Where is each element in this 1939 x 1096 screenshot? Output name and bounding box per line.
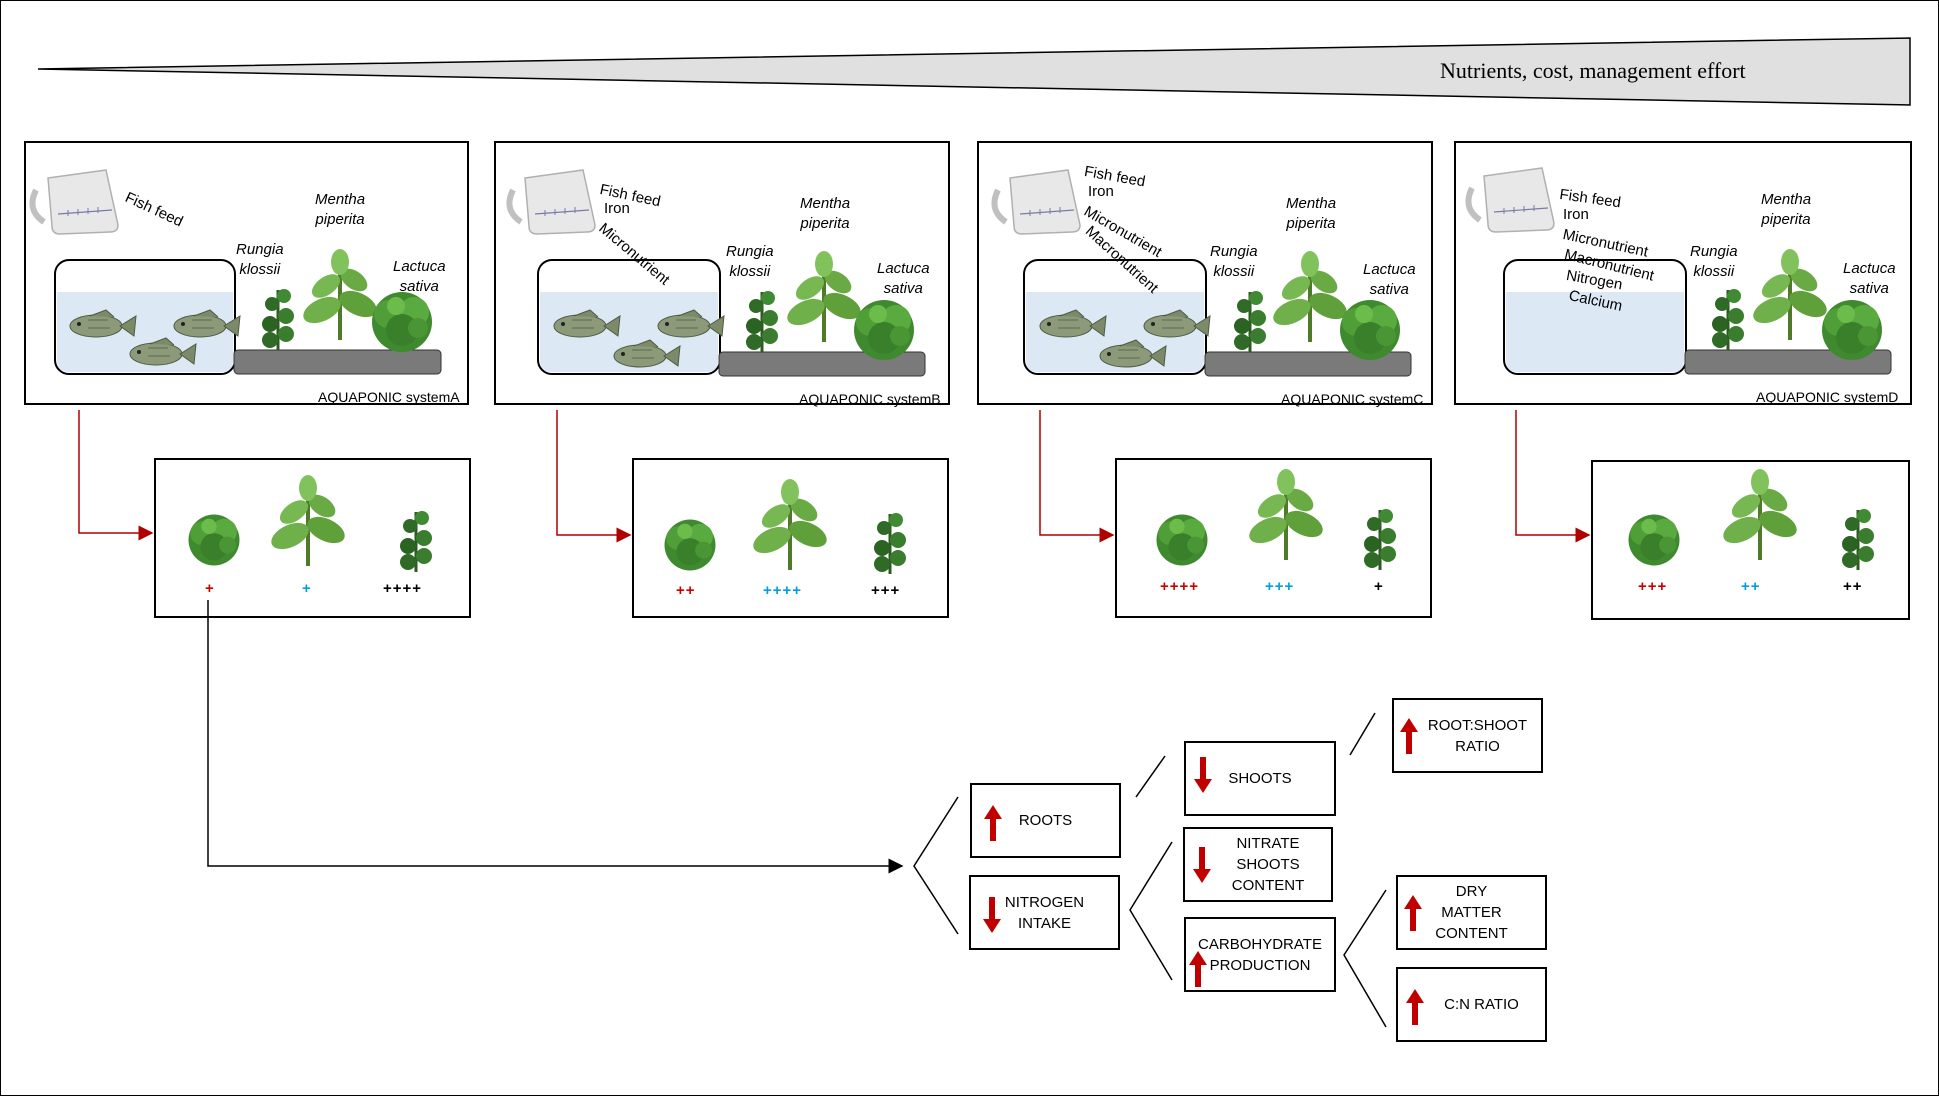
rungia-score: ++	[1843, 578, 1863, 595]
arrow-up-icon	[1404, 895, 1422, 931]
nitrate-label: NITRATE SHOOTS CONTENT	[1231, 835, 1305, 894]
lettuce-plant-icon	[1156, 514, 1208, 566]
lettuce-plant-icon	[1340, 300, 1400, 360]
species-label-mentha: Mentha piperita	[1761, 191, 1812, 228]
species-label-rungia: Rungia klossii	[1210, 243, 1258, 280]
arrow-up-icon	[984, 805, 1002, 841]
cn-ratio-box: C:N RATIO	[1396, 967, 1547, 1042]
arrow-up-icon	[1189, 951, 1207, 987]
arrow-up-icon	[1406, 989, 1424, 1025]
species-label-mentha: Mentha piperita	[1286, 195, 1337, 232]
lettuce-effect-connector	[207, 600, 904, 874]
lettuce-plant-icon	[188, 514, 240, 566]
gradient-title: Nutrients, cost, management effort	[1440, 58, 1746, 83]
shoots-box: SHOOTS	[1184, 741, 1336, 816]
species-label-mentha: Mentha piperita	[315, 191, 366, 228]
carbohydrate-box: CARBOHYDRATE PRODUCTION	[1184, 917, 1336, 992]
mint-score: +++	[1265, 578, 1295, 595]
dry-matter-label: DRY MATTER CONTENT	[1435, 883, 1508, 942]
roots-label: ROOTS	[1018, 812, 1073, 829]
connector-b	[556, 410, 632, 543]
connector-d	[1515, 410, 1591, 543]
dry-matter-box: DRY MATTER CONTENT	[1396, 875, 1547, 950]
arrow-down-icon	[983, 897, 1001, 933]
species-label-rungia: Rungia klossii	[236, 241, 284, 278]
lettuce-score: +++	[1638, 578, 1668, 595]
lettuce-plant-icon	[664, 519, 716, 571]
nutrient-label: Iron	[1563, 206, 1589, 223]
connector-c	[1039, 410, 1115, 543]
rungia-score: +	[1374, 578, 1384, 595]
nutrient-label: Iron	[1088, 183, 1114, 200]
nutrient-gradient-wedge	[37, 37, 1911, 106]
mint-score: ++++	[763, 582, 803, 599]
system-c-panel	[977, 141, 1433, 405]
nitrogen-intake-label: NITROGEN INTAKE	[1004, 893, 1085, 932]
lettuce-plant-icon	[372, 292, 432, 352]
species-label-mentha: Mentha piperita	[800, 195, 851, 232]
nutrient-label: Iron	[604, 200, 630, 217]
arrow-down-icon	[1193, 847, 1211, 883]
results-b	[632, 458, 949, 618]
system-a-panel	[24, 141, 469, 405]
species-label-rungia: Rungia klossii	[1690, 243, 1738, 280]
results-a	[154, 458, 471, 618]
shoots-label: SHOOTS	[1228, 770, 1292, 787]
lettuce-plant-icon	[854, 300, 914, 360]
carbohydrate-label: CARBOHYDRATE PRODUCTION	[1198, 935, 1322, 974]
mint-score: ++	[1741, 578, 1761, 595]
species-label-lactuca: Lactuca sativa	[877, 260, 930, 297]
cn-ratio-label: C:N RATIO	[1444, 996, 1519, 1013]
root-shoot-ratio-box: ROOT:SHOOT RATIO	[1392, 698, 1543, 773]
system-label: AQUAPONIC systemC	[1281, 391, 1424, 407]
lettuce-score: ++	[676, 582, 696, 599]
connector-a	[78, 410, 154, 541]
lettuce-score: +	[205, 580, 215, 597]
lettuce-plant-icon	[1822, 300, 1882, 360]
roots-box: ROOTS	[970, 783, 1121, 858]
nitrate-box: NITRATE SHOOTS CONTENT	[1183, 827, 1333, 902]
results-c	[1115, 458, 1432, 618]
system-label: AQUAPONIC systemD	[1756, 389, 1899, 405]
lettuce-plant-icon	[1628, 514, 1680, 566]
root-shoot-ratio-label: ROOT:SHOOT RATIO	[1427, 716, 1528, 755]
rungia-score: ++++	[383, 580, 423, 597]
results-d	[1591, 460, 1910, 620]
mint-score: +	[302, 580, 312, 597]
system-label: AQUAPONIC systemA	[318, 389, 460, 405]
species-label-lactuca: Lactuca sativa	[1363, 261, 1416, 298]
system-b-panel	[494, 141, 950, 405]
arrow-down-icon	[1194, 757, 1212, 793]
species-label-lactuca: Lactuca sativa	[393, 258, 446, 295]
arrow-up-icon	[1400, 718, 1418, 754]
species-label-rungia: Rungia klossii	[726, 243, 774, 280]
lettuce-score: ++++	[1160, 578, 1200, 595]
species-label-lactuca: Lactuca sativa	[1843, 260, 1896, 297]
effect-brackets	[913, 712, 1387, 1028]
nitrogen-intake-box: NITROGEN INTAKE	[969, 875, 1120, 950]
rungia-score: +++	[871, 582, 901, 599]
system-d-panel	[1454, 141, 1912, 405]
system-label: AQUAPONIC systemB	[799, 391, 941, 407]
